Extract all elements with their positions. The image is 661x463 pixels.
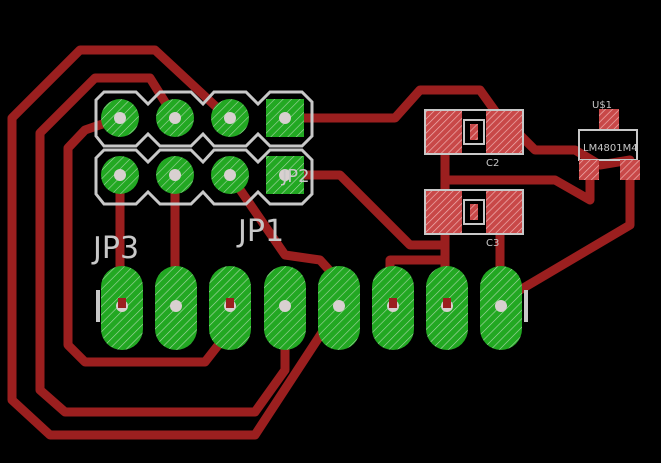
capacitor-c3[interactable] (424, 189, 524, 235)
c2-pad-2[interactable] (486, 111, 522, 153)
c3-pad-2[interactable] (486, 191, 522, 233)
u1-pad-bottom-left[interactable] (579, 160, 599, 180)
c2-pad-1[interactable] (426, 111, 462, 153)
c3-pad-1[interactable] (426, 191, 462, 233)
label-c2: C2 (486, 158, 499, 169)
jp1-silkscreen-outline (94, 90, 314, 206)
u1-pad-top[interactable] (599, 109, 619, 129)
jp3-pads (101, 266, 522, 350)
u1-outline (578, 129, 638, 161)
label-c3: C3 (486, 238, 499, 249)
label-jp1: JP1 (236, 214, 284, 249)
header-jp1[interactable] (94, 90, 314, 206)
c3-body-mark (470, 204, 478, 220)
c3-outline (424, 189, 524, 235)
jp1-drills (114, 112, 291, 181)
u1-pad-bottom-right[interactable] (620, 160, 640, 180)
label-jp3: JP3 (91, 231, 139, 266)
c2-outline (424, 109, 524, 155)
label-u1-value: LM4801M4 (583, 143, 638, 154)
silkscreen-labels: JP3 JP1 JP2 C2 C3 U$1 LM4801M4 (91, 100, 638, 266)
capacitor-c2[interactable] (424, 109, 524, 155)
chip-u1[interactable] (578, 109, 640, 180)
jp1-pads (101, 99, 304, 194)
jp3-trace-entries (118, 298, 451, 308)
c2-body-mark (470, 124, 478, 140)
header-jp3[interactable] (96, 266, 528, 350)
jp3-silkscreen-ends (96, 290, 528, 322)
label-jp2: JP2 (281, 166, 310, 187)
label-u1-name: U$1 (592, 100, 612, 111)
